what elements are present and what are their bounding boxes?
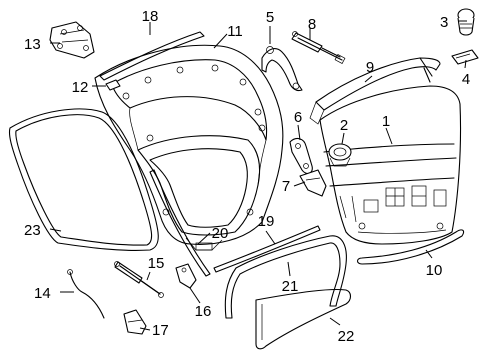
part-22-seal <box>255 288 352 350</box>
part-8-strut <box>291 31 346 65</box>
part-11-liftgate-frame <box>94 44 284 251</box>
part-23-weatherstrip <box>8 108 159 251</box>
part-15-strut <box>114 261 164 298</box>
callout-20: 20 <box>212 225 229 242</box>
part-14-cable <box>67 269 105 319</box>
callout-7: 7 <box>282 178 290 195</box>
part-20-strip <box>149 169 211 277</box>
callout-5: 5 <box>266 9 274 26</box>
part-6-bracket <box>289 137 313 175</box>
part-2-emblem <box>328 143 352 167</box>
part-19-strip <box>213 225 321 273</box>
callout-14: 14 <box>34 285 51 302</box>
callout-2: 2 <box>340 117 348 134</box>
callout-23: 23 <box>24 222 41 239</box>
part-12-clip <box>105 79 121 91</box>
part-3-knob <box>457 8 475 36</box>
part-21-seal <box>224 235 347 319</box>
part-9-spoiler <box>309 57 441 125</box>
callout-11: 11 <box>227 23 243 40</box>
part-18-moulding <box>99 31 205 81</box>
callout-1: 1 <box>382 113 390 130</box>
callout-8: 8 <box>308 16 316 33</box>
part-13-hinge <box>49 21 95 59</box>
callout-3: 3 <box>440 14 448 31</box>
part-7-bracket <box>299 169 327 197</box>
callout-19: 19 <box>258 213 275 230</box>
part-16-bracket <box>175 263 197 289</box>
callout-labels: 18 11 5 8 3 4 13 12 9 1 2 6 7 23 20 19 2… <box>24 8 470 345</box>
callout-10: 10 <box>426 262 443 279</box>
callout-15: 15 <box>148 255 165 272</box>
part-17-latch <box>123 309 147 335</box>
part-5-bracket <box>261 46 303 92</box>
callout-12: 12 <box>72 79 89 96</box>
callout-4: 4 <box>462 71 470 88</box>
callout-9: 9 <box>366 59 374 76</box>
part-4-pad <box>451 49 479 65</box>
callout-16: 16 <box>195 303 212 320</box>
leader-lines <box>49 20 467 331</box>
callout-6: 6 <box>294 109 302 126</box>
callout-21: 21 <box>282 278 299 295</box>
callout-22: 22 <box>338 328 355 345</box>
callout-13: 13 <box>24 36 41 53</box>
callout-17: 17 <box>152 322 169 339</box>
callout-18: 18 <box>142 8 159 25</box>
part-10-seal <box>356 229 465 265</box>
part-1-outer-panel <box>319 85 462 245</box>
